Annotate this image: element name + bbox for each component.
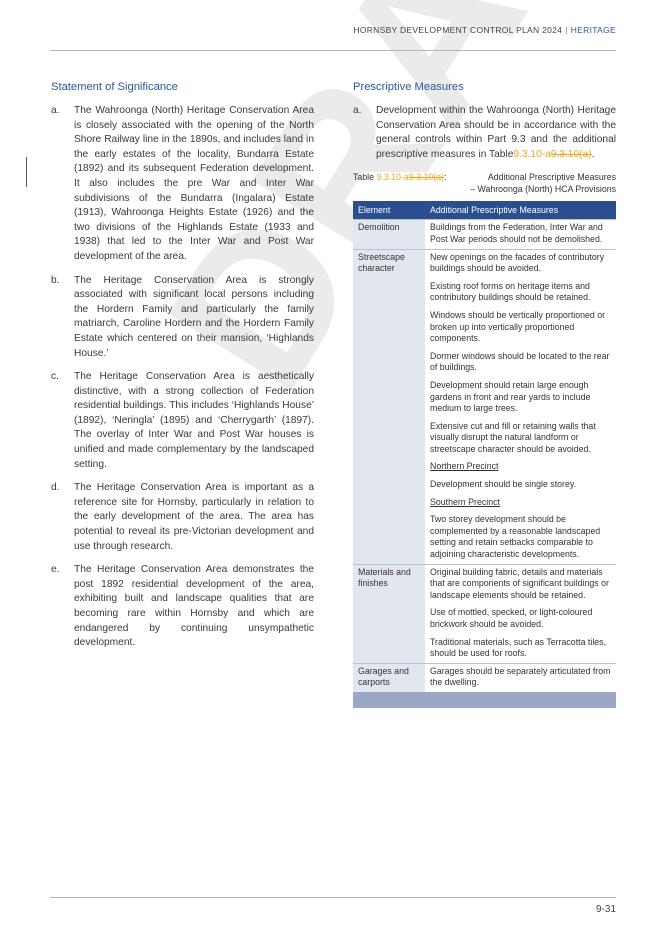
element-cell: Streetscape character bbox=[353, 248, 425, 565]
table-row: Garages and carports Garages should be s… bbox=[353, 662, 616, 692]
table-footer-cell bbox=[353, 691, 616, 708]
list-marker: d. bbox=[51, 482, 60, 494]
measure-item: Development should retain large enough g… bbox=[430, 379, 591, 414]
item-a-end: . bbox=[591, 148, 595, 160]
list-marker: e. bbox=[51, 564, 60, 576]
list-text: The Heritage Conservation Area is strong… bbox=[74, 274, 314, 359]
list-text: The Heritage Conservation Area is aesthe… bbox=[74, 371, 314, 470]
inserted-table-ref: 9.3.10-a bbox=[513, 148, 551, 160]
statement-of-significance: Statement of Significance a. The Wahroong… bbox=[51, 81, 314, 660]
section-heading: Prescriptive Measures bbox=[353, 81, 464, 93]
table-row: Materials and finishes Original building… bbox=[353, 563, 616, 664]
header-separator: | bbox=[565, 25, 568, 35]
measures-cell: New openings on the facades of contribut… bbox=[425, 248, 616, 565]
list-text: The Heritage Conservation Area is import… bbox=[74, 482, 314, 552]
precinct-subheading: Northern Precinct bbox=[430, 461, 499, 472]
caption-colon: : bbox=[443, 172, 447, 183]
measure-item: Dormer windows should be located to the … bbox=[430, 350, 610, 373]
measures-list: a. Development within the Wahroonga (Nor… bbox=[353, 104, 616, 162]
header-doc-title: HORNSBY DEVELOPMENT CONTROL PLAN 2024 bbox=[353, 25, 563, 35]
caption-prefix: Table bbox=[353, 172, 377, 183]
measure-item: Traditional materials, such as Terracott… bbox=[430, 636, 607, 659]
table-footer-band bbox=[353, 691, 616, 708]
measure-item: Windows should be vertically proportione… bbox=[430, 309, 606, 344]
measure-item: Buildings from the Federation, Inter War… bbox=[430, 222, 603, 244]
precinct-subheading: Southern Precinct bbox=[430, 496, 500, 507]
caption-inserted-ref: 9.3.10-a bbox=[376, 172, 409, 183]
measures-cell: Buildings from the Federation, Inter War… bbox=[425, 219, 616, 250]
element-cell: Demolition bbox=[353, 219, 425, 250]
element-cell: Materials and finishes bbox=[353, 563, 425, 664]
measure-item: Development should be single storey. bbox=[430, 479, 577, 490]
prescriptive-measures-table: Element Additional Prescriptive Measures… bbox=[353, 201, 616, 708]
page-number: 9-31 bbox=[595, 904, 616, 915]
measure-item: Original building fabric, details and ma… bbox=[430, 566, 609, 600]
prescriptive-measures: Prescriptive Measures a. Development wit… bbox=[353, 81, 616, 708]
measures-cell: Original building fabric, details and ma… bbox=[425, 563, 616, 664]
list-item: a. Development within the Wahroonga (Nor… bbox=[353, 104, 616, 162]
running-header: HORNSBY DEVELOPMENT CONTROL PLAN 2024|HE… bbox=[353, 25, 616, 35]
measure-item: Existing roof forms on heritage items an… bbox=[430, 280, 591, 303]
list-item: e. The Heritage Conservation Area demonst… bbox=[51, 563, 314, 651]
column-header-element: Element bbox=[353, 201, 425, 220]
table-row: Streetscape character New openings on th… bbox=[353, 248, 616, 565]
list-text: Development within the Wahroonga (North)… bbox=[376, 104, 616, 162]
footer-rule bbox=[50, 897, 616, 898]
table-row: Demolition Buildings from the Federation… bbox=[353, 219, 616, 250]
measure-item: Extensive cut and fill or retaining wall… bbox=[430, 420, 596, 454]
caption-label: Table 9.3.10-a9.3.10(a): bbox=[353, 171, 446, 195]
header-section: HERITAGE bbox=[570, 25, 616, 35]
table-caption: Table 9.3.10-a9.3.10(a): Additional Pres… bbox=[353, 171, 616, 195]
measure-item: Two storey development should be complem… bbox=[430, 514, 601, 560]
deleted-table-ref: 9.3.10(a) bbox=[550, 148, 592, 160]
caption-title: Additional Prescriptive Measures– Wahroo… bbox=[446, 171, 616, 195]
list-text: The Heritage Conservation Area demonstra… bbox=[74, 564, 314, 649]
list-item: c. The Heritage Conservation Area is aest… bbox=[51, 370, 314, 472]
measure-item: New openings on the facades of contribut… bbox=[430, 251, 605, 274]
element-cell: Garages and carports bbox=[353, 662, 425, 692]
list-item: a. The Wahroonga (North) Heritage Conserv… bbox=[51, 104, 314, 265]
column-header-measures: Additional Prescriptive Measures bbox=[425, 201, 616, 220]
table-header-row: Element Additional Prescriptive Measures bbox=[353, 201, 616, 220]
item-a-text: Development within the Wahroonga (North)… bbox=[376, 105, 616, 160]
list-item: d. The Heritage Conservation Area is impo… bbox=[51, 481, 314, 554]
significance-list: a. The Wahroonga (North) Heritage Conserv… bbox=[51, 104, 314, 651]
section-heading: Statement of Significance bbox=[51, 81, 178, 93]
list-item: b. The Heritage Conservation Area is stro… bbox=[51, 274, 314, 362]
measure-item: Use of mottled, specked, or light-colour… bbox=[430, 607, 593, 629]
list-text: The Wahroonga (North) Heritage Conservat… bbox=[74, 105, 314, 262]
list-marker: a. bbox=[51, 105, 60, 116]
list-marker: b. bbox=[51, 274, 60, 286]
measures-cell: Garages should be separately articulated… bbox=[425, 662, 616, 692]
change-bar bbox=[26, 157, 27, 187]
caption-title-line1: Additional Prescriptive Measures bbox=[487, 172, 616, 183]
caption-title-line2: – Wahroonga (North) HCA Provisions bbox=[470, 184, 616, 195]
measure-item: Garages should be separately articulated… bbox=[430, 665, 611, 688]
list-marker: c. bbox=[51, 371, 59, 383]
caption-deleted-ref: 9.3.10(a) bbox=[408, 172, 444, 183]
header-rule bbox=[50, 50, 616, 51]
list-marker: a. bbox=[353, 105, 362, 116]
